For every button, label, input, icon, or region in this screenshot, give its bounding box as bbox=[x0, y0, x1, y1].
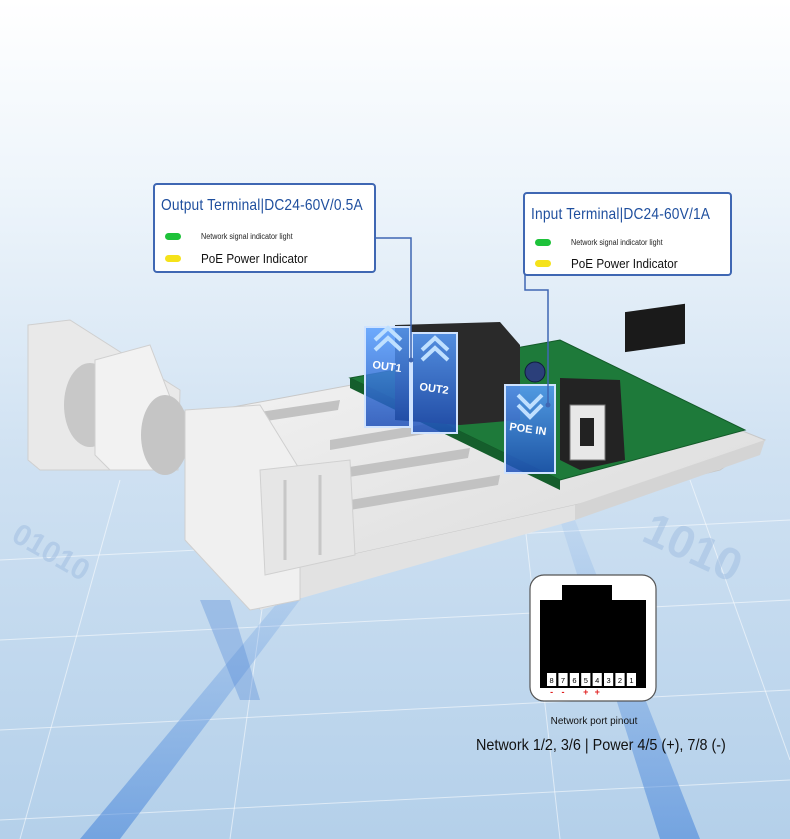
green-led-icon bbox=[535, 239, 551, 246]
input-poe-led-label: PoE Power Indicator bbox=[571, 256, 678, 271]
svg-text:01010: 01010 bbox=[7, 517, 96, 587]
pinout-description: Network 1/2, 3/6 | Power 4/5 (+), 7/8 (-… bbox=[476, 737, 726, 754]
pin-number: 2 bbox=[618, 676, 622, 685]
yellow-led-icon bbox=[165, 255, 181, 262]
output-terminal-title: Output Terminal|DC24-60V/0.5A bbox=[161, 197, 363, 214]
pin-cell bbox=[581, 673, 591, 686]
pin-number: 1 bbox=[629, 676, 633, 685]
pin-cell bbox=[615, 673, 625, 686]
output-terminal-callout: Output Terminal|DC24-60V/0.5A Network si… bbox=[153, 183, 376, 273]
input-terminal-callout: Input Terminal|DC24-60V/1A Network signa… bbox=[523, 192, 732, 276]
port-poe-in-overlay: POE IN bbox=[504, 384, 556, 474]
pin-polarity: - bbox=[562, 687, 565, 697]
input-network-led-label: Network signal indicator light bbox=[571, 238, 663, 247]
pin-cell bbox=[592, 673, 602, 686]
pin-number: 6 bbox=[572, 676, 576, 685]
port-poe-in-label: POE IN bbox=[509, 421, 548, 438]
port-out1-overlay: OUT1 bbox=[364, 325, 411, 428]
pin-number: 4 bbox=[595, 676, 599, 685]
pin-cell bbox=[626, 673, 636, 686]
pin-number: 8 bbox=[550, 676, 554, 685]
pin-number: 7 bbox=[561, 676, 565, 685]
port-out2-overlay: OUT2 bbox=[411, 332, 458, 434]
input-terminal-title: Input Terminal|DC24-60V/1A bbox=[531, 206, 711, 223]
output-leader-line bbox=[375, 237, 412, 360]
pin-cell bbox=[604, 673, 614, 686]
pin-polarity: - bbox=[550, 687, 553, 697]
pin-polarity: + bbox=[595, 687, 600, 697]
port-out1-label: OUT1 bbox=[372, 359, 403, 375]
pin-cell bbox=[569, 673, 579, 686]
output-poe-led-label: PoE Power Indicator bbox=[201, 251, 308, 266]
pin-number: 3 bbox=[607, 676, 611, 685]
pin-number: 5 bbox=[584, 676, 588, 685]
pin-cell bbox=[547, 673, 557, 686]
side-bracket bbox=[27, 319, 356, 611]
pin-polarity: + bbox=[583, 687, 588, 697]
input-leader-line bbox=[524, 270, 549, 405]
output-network-led-label: Network signal indicator light bbox=[201, 232, 293, 241]
svg-text:1010: 1010 bbox=[636, 502, 751, 592]
pin-cell bbox=[558, 673, 568, 686]
pinout-label: Network port pinout bbox=[550, 716, 638, 727]
port-out2-label: OUT2 bbox=[419, 381, 450, 397]
yellow-led-icon bbox=[535, 260, 551, 267]
green-led-icon bbox=[165, 233, 181, 240]
